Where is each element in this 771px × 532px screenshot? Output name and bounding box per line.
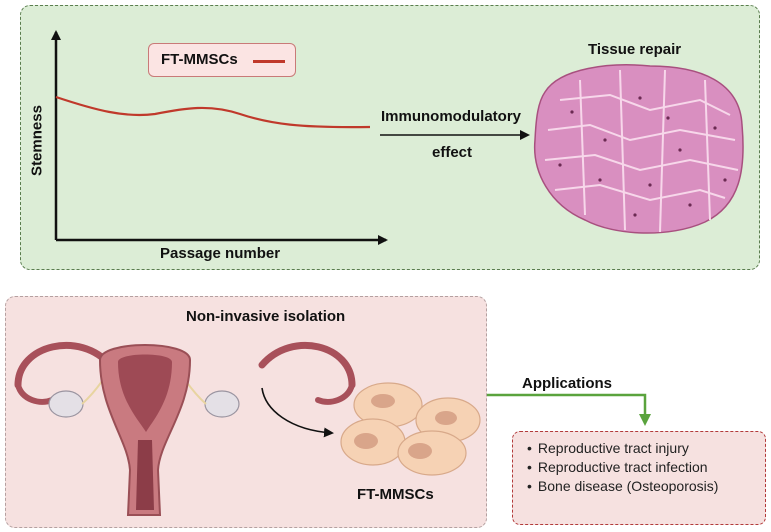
application-item: Reproductive tract injury <box>527 439 765 458</box>
arrow-label-line1: Immunomodulatory <box>381 108 522 125</box>
tissue-label: Tissue repair <box>588 41 682 58</box>
cells-label: FT-MMSCs <box>357 486 434 503</box>
isolation-title: Non-invasive isolation <box>186 308 346 325</box>
applications-box: Reproductive tract injury Reproductive t… <box>512 431 766 525</box>
stemness-curve <box>55 95 371 129</box>
application-item: Bone disease (Osteoporosis) <box>527 477 765 496</box>
right-ovary <box>204 390 240 418</box>
isolation-arrow <box>261 387 334 438</box>
y-axis-label: Stemness <box>28 105 46 176</box>
legend-swatch <box>253 60 285 63</box>
x-axis-label: Passage number <box>160 245 281 262</box>
arrow-label-line2: effect <box>432 144 473 161</box>
left-ovary <box>48 390 84 418</box>
ft-mmscs-cells <box>340 382 481 476</box>
legend-label: FT-MMSCs <box>161 51 238 68</box>
applications-arrow <box>487 393 651 426</box>
applications-label: Applications <box>522 375 613 392</box>
uterus-illustration <box>14 341 356 516</box>
application-item: Reproductive tract infection <box>527 458 765 477</box>
tissue-illustration <box>533 64 744 234</box>
legend: FT-MMSCs <box>148 43 296 77</box>
